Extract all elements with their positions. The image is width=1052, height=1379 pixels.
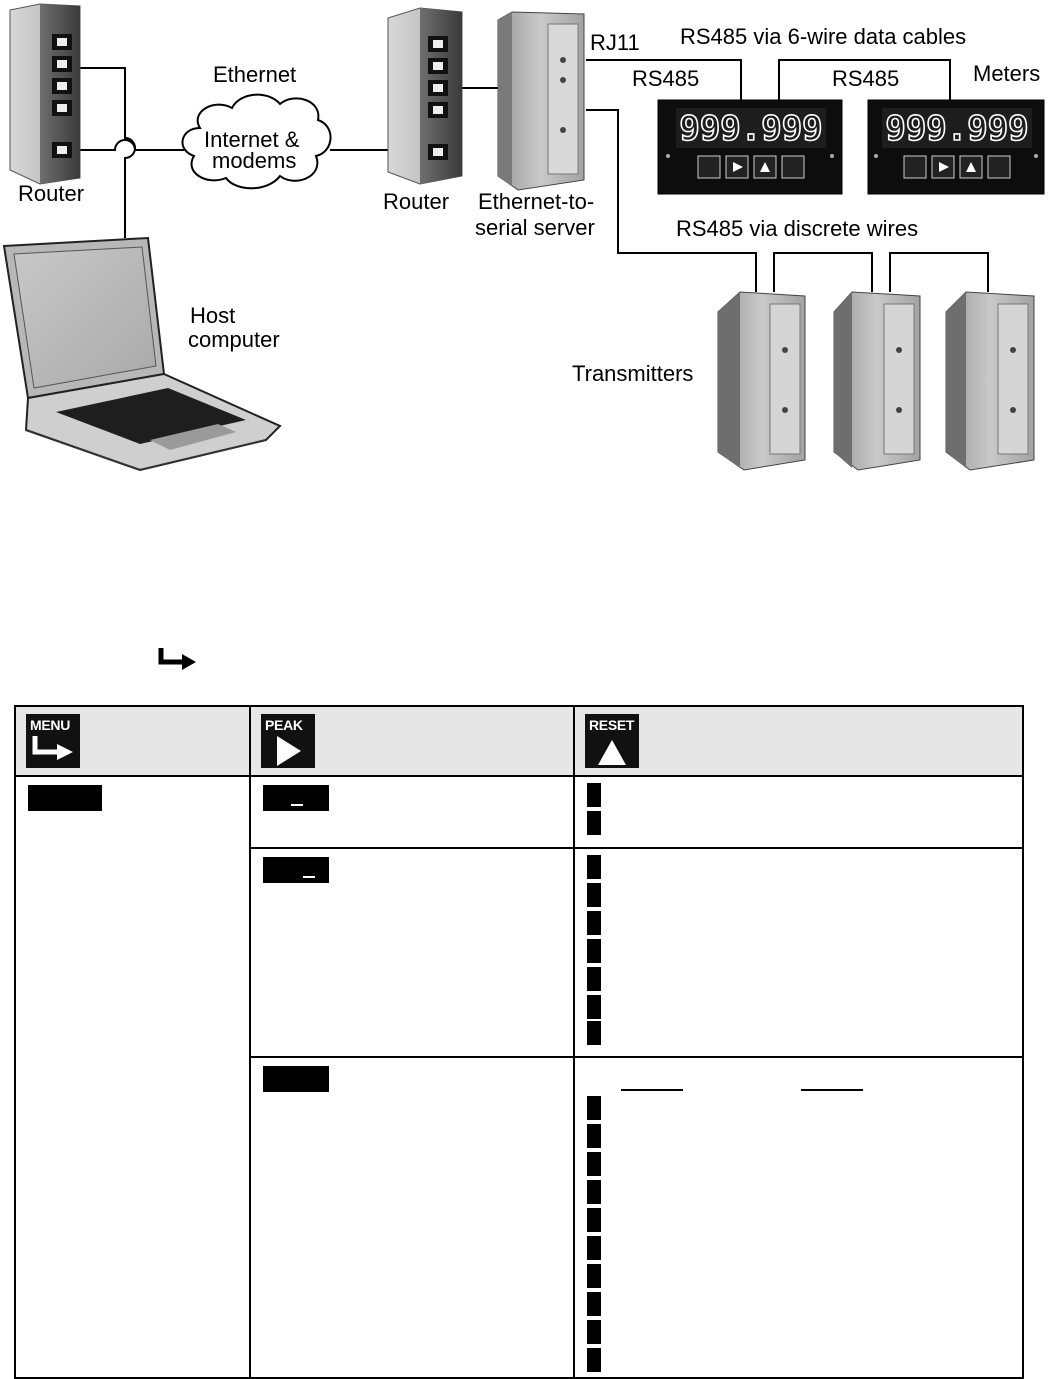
menu-key: MENU — [26, 714, 80, 768]
label-host-line2: computer — [188, 327, 280, 352]
transmitter-3 — [945, 291, 1035, 471]
label-rs485-discrete: RS485 via discrete wires — [676, 216, 919, 241]
label-rs485-6wire: RS485 via 6-wire data cables — [680, 24, 967, 49]
menu-table: MENU PEAK RESET — [14, 705, 1024, 1379]
meter-1-display: 999.999 — [679, 109, 822, 149]
option-marker — [587, 995, 601, 1020]
option-marker — [587, 911, 601, 936]
option-marker — [587, 1179, 601, 1204]
peak-key: PEAK — [261, 714, 315, 768]
reset-cell-1 — [573, 774, 1024, 850]
label-server-line1: Ethernet-to- — [478, 189, 595, 214]
menu-arrow-icon — [32, 736, 73, 760]
option-marker — [587, 1291, 601, 1316]
label-transmitters: Transmitters — [572, 361, 694, 386]
transmitter-1 — [717, 291, 806, 471]
option-marker — [587, 1021, 601, 1046]
play-triangle-icon — [277, 736, 301, 766]
option-marker — [587, 783, 601, 807]
label-meters: Meters — [973, 61, 1041, 86]
table-row — [15, 1055, 1024, 1379]
option-marker — [587, 1347, 601, 1372]
table-row — [15, 847, 1024, 1058]
menu-column-cell — [14, 775, 251, 1379]
option-marker — [587, 939, 601, 964]
peak-cell-1 — [249, 774, 575, 850]
peak-tag-1 — [263, 785, 329, 811]
peak-tag-2 — [263, 857, 329, 884]
reset-key: RESET — [585, 714, 639, 768]
label-rj11: RJ11 — [590, 30, 640, 55]
peak-cell-2 — [249, 847, 575, 1058]
option-marker — [587, 967, 601, 992]
menu-arrow-icon — [158, 648, 196, 670]
option-marker — [587, 811, 601, 835]
internet-cloud — [181, 93, 332, 190]
header-reset: RESET — [573, 705, 1024, 777]
meter-1: 999.999 — [657, 99, 843, 195]
option-marker — [587, 883, 601, 908]
reset-cell-2 — [573, 847, 1024, 1058]
label-cloud-line2: modems — [212, 148, 297, 173]
peak-tag-3 — [263, 1065, 329, 1092]
peak-cell-3 — [249, 1055, 575, 1379]
option-marker — [587, 1207, 601, 1232]
label-cloud-line1: Internet & — [204, 127, 300, 152]
serial-server-device — [497, 11, 585, 191]
cabling — [70, 59, 989, 292]
network-diagram: 999.999 999.999 — [2, 3, 1045, 472]
label-rs485-a: RS485 — [632, 66, 700, 91]
option-marker — [587, 1235, 601, 1260]
column-underline — [621, 1088, 683, 1091]
label-server-line2: serial server — [475, 215, 595, 240]
up-triangle-icon — [598, 740, 626, 765]
option-marker — [587, 1123, 601, 1148]
option-marker — [587, 1095, 601, 1120]
label-router-left: Router — [18, 181, 85, 206]
column-underline — [801, 1088, 863, 1091]
option-marker — [587, 1319, 601, 1344]
table-row — [14, 774, 1024, 1379]
reset-cell-3 — [573, 1055, 1024, 1379]
table-header-row: MENU PEAK RESET — [14, 705, 1024, 777]
transmitter-2 — [833, 291, 921, 471]
header-peak: PEAK — [249, 705, 575, 777]
label-host-line1: Host — [190, 303, 236, 328]
router-right-device — [387, 7, 463, 185]
label-rs485-b: RS485 — [832, 66, 900, 91]
header-menu: MENU — [14, 705, 251, 777]
option-marker — [587, 855, 601, 880]
meter-2-display: 999.999 — [885, 109, 1028, 149]
option-marker — [587, 1151, 601, 1176]
menu-tag — [28, 785, 102, 811]
router-left-device — [9, 3, 81, 185]
label-router-right: Router — [383, 189, 450, 214]
label-ethernet: Ethernet — [213, 62, 297, 87]
option-marker — [587, 1263, 601, 1288]
meter-2: 999.999 — [867, 99, 1045, 195]
laptop-host-computer — [2, 236, 282, 472]
